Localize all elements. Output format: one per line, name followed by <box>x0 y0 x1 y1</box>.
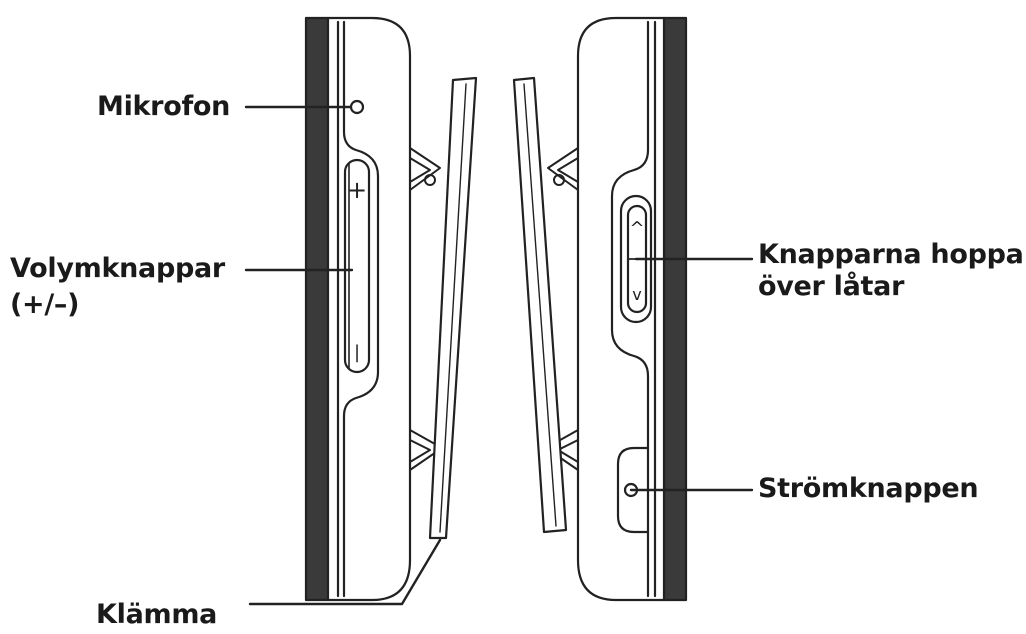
leader-clip <box>248 538 442 606</box>
left-device-back-band <box>304 16 330 602</box>
label-volume-buttons: Volymknappar <box>10 253 225 284</box>
right-device-side <box>576 16 688 602</box>
power-button-housing <box>616 446 650 534</box>
label-clip: Klämma <box>96 599 218 630</box>
right-clip <box>512 76 568 534</box>
left-device-side <box>304 16 412 602</box>
skip-up-glyph: ^ <box>629 218 644 239</box>
volume-rocker <box>343 158 371 374</box>
label-volume-symbols: (+/–) <box>10 289 80 320</box>
label-power-button: Strömknappen <box>758 473 979 504</box>
right-hinge-pin-icon <box>553 174 565 186</box>
label-skip-buttons: Knapparna hoppa <box>758 239 1024 270</box>
leader-lines <box>244 105 754 606</box>
left-clip <box>428 76 478 540</box>
label-microphone: Mikrofon <box>97 91 231 122</box>
left-hinge-pin-icon <box>424 174 436 186</box>
right-device-back-band <box>662 16 688 602</box>
skip-down-glyph: v <box>632 285 641 304</box>
volume-up-glyph: + <box>347 176 367 204</box>
volume-down-glyph: | <box>354 342 360 363</box>
label-skip-buttons-line2: över låtar <box>758 271 905 302</box>
button-glyphs: + | ^ v <box>347 176 645 363</box>
